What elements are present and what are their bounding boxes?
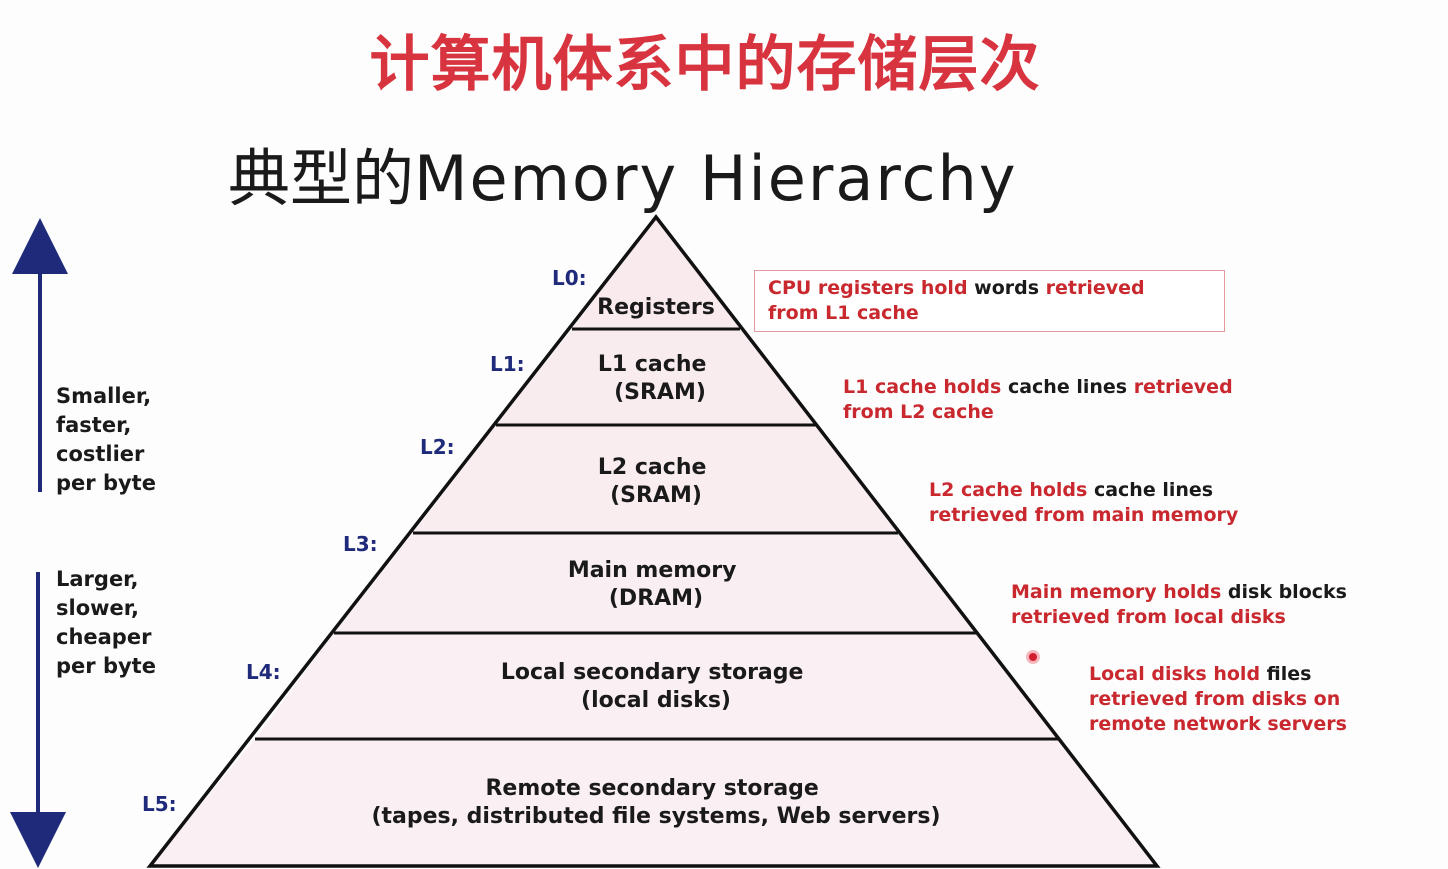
- level-label-l0: L0:: [552, 266, 587, 290]
- desc-l1: L1 cache holds cache lines retrieved fro…: [843, 376, 1233, 423]
- subtitle-cn: 典型的: [228, 142, 415, 215]
- desc-l3: Main memory holds disk blocks retrieved …: [1011, 581, 1347, 628]
- tier-label-l2: L2 cache (SRAM): [598, 455, 714, 508]
- level-label-l2: L2:: [420, 435, 455, 459]
- band-l2: [413, 425, 898, 533]
- pyramid-outline: [146, 214, 1161, 868]
- side-note-smaller: Smaller, faster, costlier per byte: [56, 384, 156, 495]
- desc-l4: Local disks hold files retrieved from di…: [1089, 663, 1347, 735]
- diagram-subtitle: 典型的Memory Hierarchy: [228, 128, 1208, 218]
- tier-label-l1: L1 cache (SRAM): [598, 352, 714, 405]
- level-label-l1: L1:: [490, 352, 525, 376]
- desc-l2: L2 cache holds cache lines retrieved fro…: [929, 479, 1239, 526]
- tier-label-l3: Main memory (DRAM): [568, 558, 744, 611]
- level-label-l5: L5:: [142, 792, 177, 816]
- band-l3: [334, 533, 976, 633]
- tier-label-l4: Local secondary storage (local disks): [501, 660, 811, 713]
- band-l0: [572, 217, 740, 329]
- page-title: 计算机体系中的存储层次: [369, 30, 1041, 100]
- laser-pointer-dot: [1026, 650, 1040, 664]
- level-label-l4: L4:: [246, 660, 281, 684]
- band-l1: [496, 329, 817, 425]
- band-l4: [255, 633, 1059, 739]
- tier-label-l5: Remote secondary storage (tapes, distrib…: [371, 776, 940, 829]
- subtitle-en: Memory Hierarchy: [414, 142, 1018, 215]
- side-note-larger: Larger, slower, cheaper per byte: [56, 567, 156, 678]
- desc-l0: CPU registers hold words retrieved from …: [754, 270, 1225, 332]
- tier-label-l0: Registers: [597, 295, 715, 320]
- level-label-l3: L3:: [343, 532, 378, 556]
- band-l5: [150, 739, 1157, 866]
